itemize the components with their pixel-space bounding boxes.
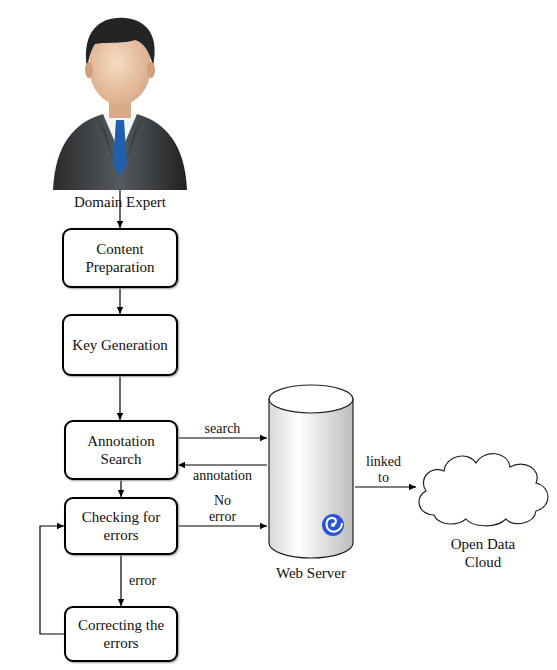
box-label: Key Generation [72, 336, 167, 354]
edge-label: No error [199, 493, 247, 524]
box-label: Content Preparation [71, 240, 169, 276]
box-texts: Key Generation [72, 336, 167, 354]
cloud-label: Open Data Cloud [435, 535, 531, 571]
process-box: Correcting the errors [64, 606, 178, 662]
person-label: Domain Expert [45, 193, 195, 211]
edge-label: linked to [360, 454, 408, 485]
cloud-node: Open Data Cloud [412, 445, 554, 571]
flow-arrow [120, 555, 121, 606]
flow-arrow [40, 526, 64, 634]
cylinder-node: Web Server [266, 383, 356, 582]
process-box: Content Preparation [62, 228, 178, 288]
flow-arrow [178, 464, 267, 465]
process-box: Checking for errors [64, 497, 178, 555]
process-box: Annotation Search [64, 420, 178, 480]
box-texts: Correcting the errors [73, 616, 169, 652]
flow-arrow [119, 288, 120, 314]
process-box: Key Generation [62, 314, 178, 376]
flow-arrow [355, 486, 416, 487]
box-texts: Annotation Search [73, 432, 169, 468]
cloud-shape [412, 445, 554, 529]
flow-arrow [120, 480, 121, 497]
edge-label: search [203, 421, 243, 436]
box-texts: Content Preparation [71, 240, 169, 276]
edge-label: error [127, 573, 158, 588]
server-logo [322, 514, 344, 536]
flow-arrow [119, 376, 120, 420]
edge-label: annotation [191, 468, 254, 483]
box-label: Correcting the errors [73, 616, 169, 652]
person-icon [45, 4, 195, 190]
cylinder-label: Web Server [266, 564, 356, 582]
person-node: Domain Expert [45, 4, 195, 211]
box-texts: Checking for errors [73, 508, 169, 544]
box-label: Checking for errors [73, 508, 169, 544]
flow-arrow [178, 437, 267, 438]
database-cylinder [267, 383, 355, 561]
box-label: Annotation Search [73, 432, 169, 468]
flow-arrow [178, 525, 267, 526]
